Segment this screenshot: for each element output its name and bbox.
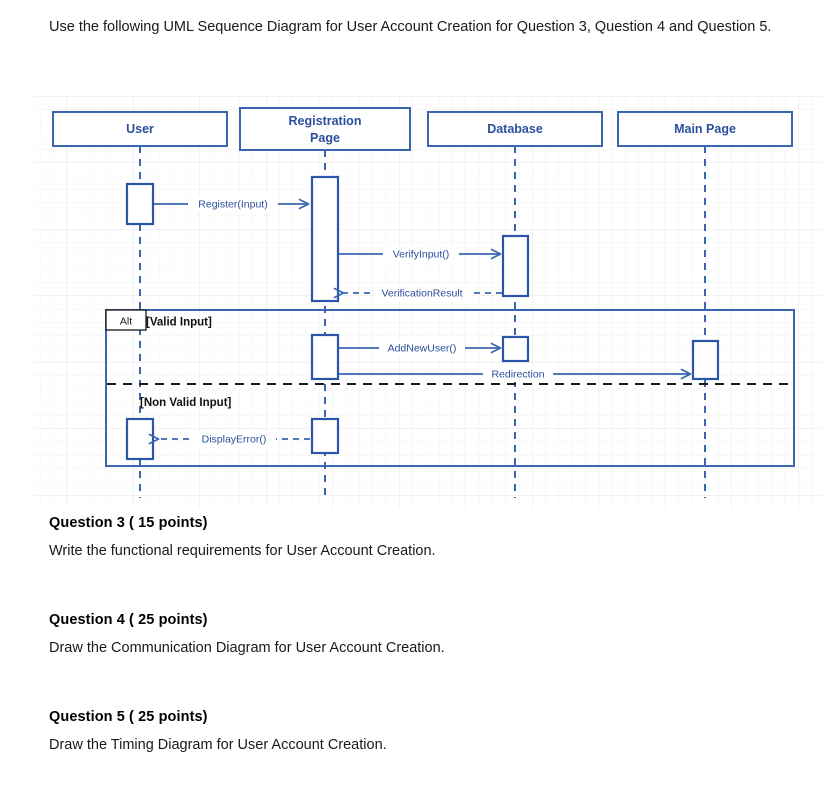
message-label-verification-result: VerificationResult — [381, 288, 462, 300]
question-5-body: Draw the Timing Diagram for User Account… — [49, 737, 387, 753]
question-3-title: Question 3 ( 15 points) — [49, 515, 208, 531]
participant-box-main-page[interactable] — [617, 111, 793, 147]
activation-main-page-redirect — [691, 339, 720, 381]
message-label-bg-register — [188, 196, 278, 212]
participant-box-user[interactable] — [52, 111, 228, 147]
question-block-5: Question 5 ( 25 points) Draw the Timing … — [49, 709, 789, 753]
message-label-bg-add-new-user — [379, 340, 465, 356]
participant-box-database[interactable] — [427, 111, 603, 147]
activation-database-adduser — [501, 335, 530, 363]
message-label-verify-input: VerifyInput() — [393, 249, 450, 261]
question-3-body: Write the functional requirements for Us… — [49, 543, 436, 559]
message-label-bg-verification-result — [375, 285, 470, 301]
guard-label-valid-input: [Valid Input] — [146, 317, 212, 329]
participant-label-registration-page-line1: Registration — [289, 114, 362, 128]
question-block-3: Question 3 ( 15 points) Write the functi… — [49, 515, 789, 559]
guard-label-non-valid-input: [Non Valid Input] — [140, 397, 232, 409]
participant-label-registration-page-line2: Page — [310, 131, 340, 145]
message-label-register: Register(Input) — [198, 199, 267, 211]
message-label-bg-verify-input — [383, 246, 459, 262]
intro-paragraph: Use the following UML Sequence Diagram f… — [49, 19, 772, 35]
participant-label-main-page: Main Page — [674, 122, 736, 136]
question-4-body: Draw the Communication Diagram for User … — [49, 640, 445, 656]
diagram-canvas: Alt [Valid Input] [Non Valid Input] User… — [0, 96, 822, 508]
message-label-bg-redirection — [483, 366, 553, 382]
question-block-4: Question 4 ( 25 points) Draw the Communi… — [49, 612, 789, 656]
participant-label-database: Database — [487, 122, 543, 136]
uml-sequence-diagram: Alt [Valid Input] [Non Valid Input] User… — [0, 96, 822, 508]
activation-registration-page-error — [310, 417, 340, 455]
message-label-add-new-user: AddNewUser() — [388, 343, 457, 355]
activation-registration-page-main — [310, 175, 340, 303]
participant-box-registration-page[interactable] — [239, 107, 411, 151]
alt-operator-tab — [105, 309, 147, 331]
alt-operator-label: Alt — [120, 316, 132, 328]
question-5-title: Question 5 ( 25 points) — [49, 709, 208, 725]
activation-user-error — [125, 417, 155, 461]
message-label-bg-display-error — [192, 431, 276, 447]
activation-registration-page-valid — [310, 333, 340, 381]
activation-user-register — [125, 182, 155, 226]
question-4-title: Question 4 ( 25 points) — [49, 612, 208, 628]
message-label-display-error: DisplayError() — [202, 434, 267, 446]
participant-label-user: User — [126, 122, 154, 136]
activation-database-verify — [501, 234, 530, 298]
alt-fragment-frame — [105, 309, 795, 467]
message-label-redirection: Redirection — [491, 369, 544, 381]
